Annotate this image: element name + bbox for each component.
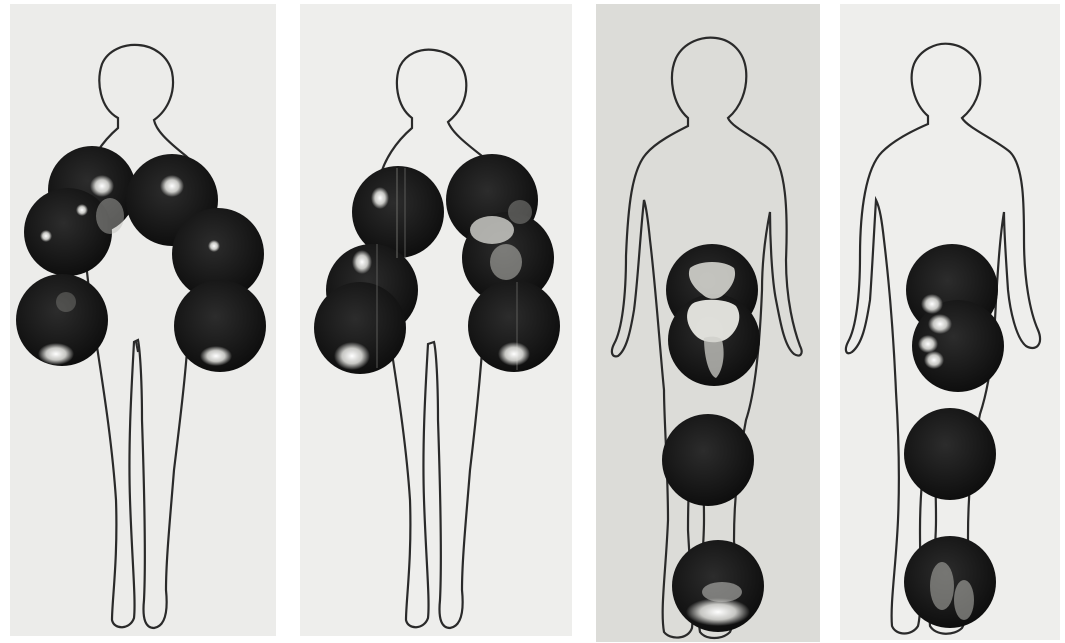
figure (0, 0, 1065, 643)
